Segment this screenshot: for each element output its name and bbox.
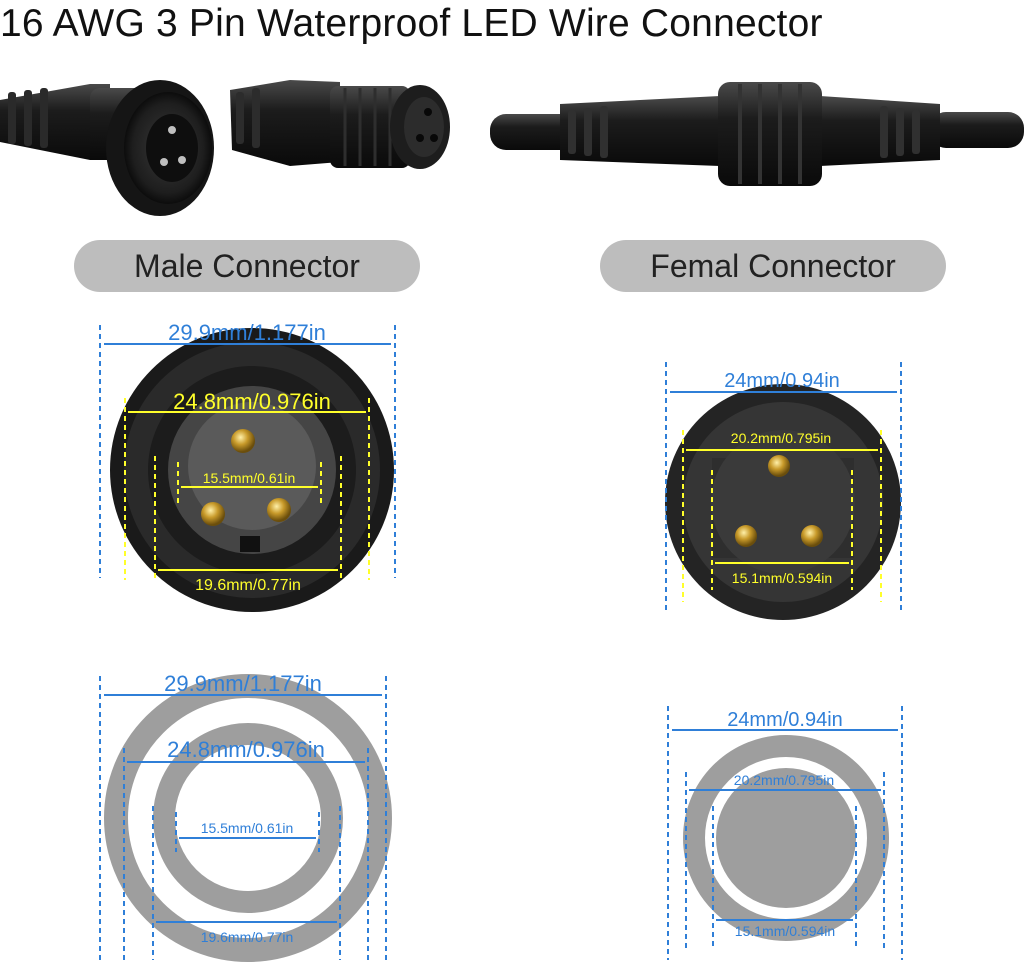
female-diagram-dims bbox=[667, 706, 903, 960]
female-photo-inner-dim: 20.2mm/0.795in bbox=[731, 430, 831, 446]
male-diagram-outer-dim: 29.9mm/1.177in bbox=[164, 671, 322, 696]
male-photo-base-dim: 19.6mm/0.77in bbox=[195, 577, 301, 594]
page-title: 16 AWG 3 Pin Waterproof LED Wire Connect… bbox=[0, 2, 823, 45]
male-plug-photo bbox=[0, 80, 214, 216]
male-diagram-dims bbox=[99, 676, 387, 960]
male-connector-label: Male Connector bbox=[74, 240, 420, 292]
female-photo-pin-dim: 15.1mm/0.594in bbox=[732, 570, 832, 586]
male-connector-face-photo bbox=[110, 328, 394, 612]
female-photo-blue-dims bbox=[665, 362, 902, 612]
male-diagram-base-dim: 19.6mm/0.77in bbox=[201, 929, 294, 945]
male-photo-pin-dim: 15.5mm/0.61in bbox=[203, 470, 296, 486]
female-photo-yellow-dims bbox=[682, 430, 882, 602]
female-diagram-inner-dim: 20.2mm/0.795in bbox=[734, 772, 834, 788]
female-photo-outer-dim: 24mm/0.94in bbox=[724, 370, 840, 392]
female-connector-label: Femal Connector bbox=[600, 240, 946, 292]
joined-connector-photo bbox=[490, 82, 1024, 186]
male-diagram-pin-dim: 15.5mm/0.61in bbox=[201, 820, 294, 836]
male-diagram-rings bbox=[104, 674, 392, 962]
male-diagram-inner-dim: 24.8mm/0.976in bbox=[167, 737, 325, 762]
male-photo-yellow-dims bbox=[124, 398, 370, 580]
male-photo-blue-dims bbox=[99, 325, 396, 578]
male-photo-outer-dim: 29.9mm/1.177in bbox=[168, 320, 326, 345]
female-diagram-outer-dim: 24mm/0.94in bbox=[727, 709, 843, 731]
male-photo-inner-dim: 24.8mm/0.976in bbox=[173, 389, 331, 414]
female-diagram-pin-dim: 15.1mm/0.594in bbox=[735, 923, 835, 939]
female-connector-face-photo bbox=[665, 384, 901, 620]
female-diagram-rings bbox=[683, 735, 889, 941]
female-plug-photo bbox=[230, 80, 450, 169]
